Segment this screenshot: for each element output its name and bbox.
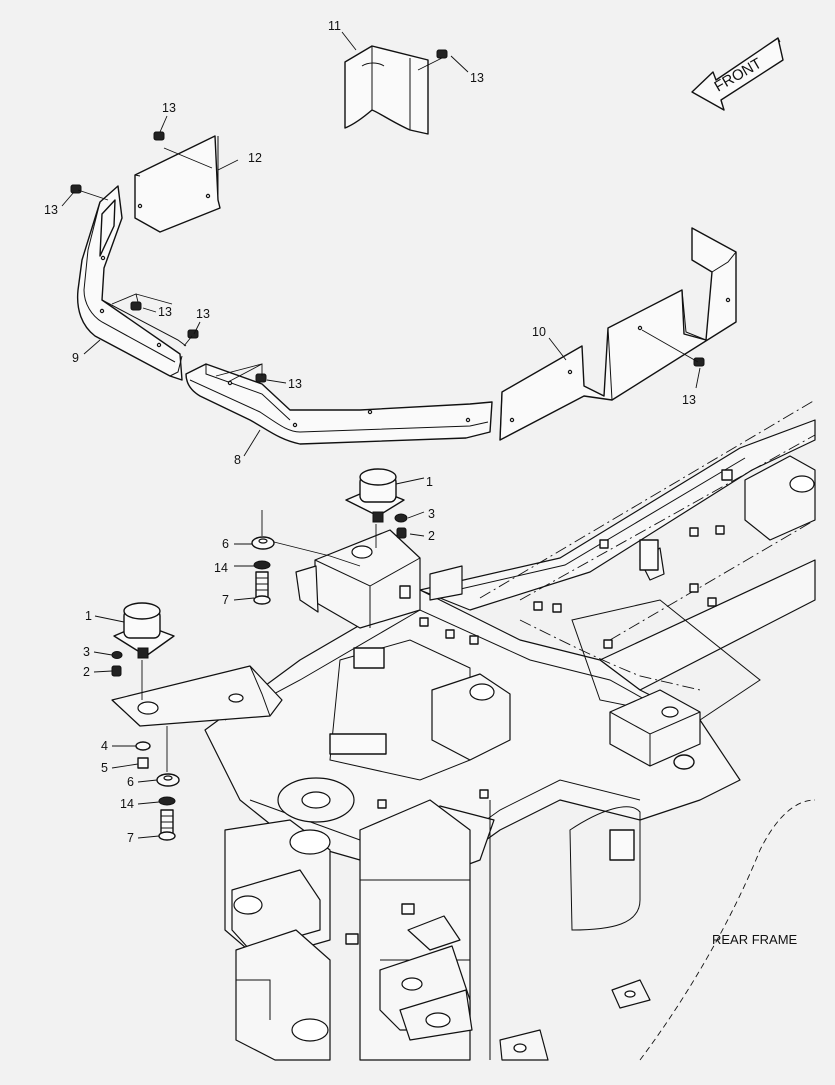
callout-5: 5 <box>101 761 108 775</box>
bolt-13-icon <box>70 49 705 383</box>
callout-leaders <box>93 477 425 839</box>
nut-part-3-upper <box>394 513 408 523</box>
callout-7-lower: 7 <box>127 831 134 845</box>
rear-frame <box>111 399 816 1061</box>
mount-part-1-lower <box>113 602 175 659</box>
callout-3-lower: 3 <box>83 645 90 659</box>
cover-part-11 <box>344 45 429 135</box>
assembly-line-upper-2 <box>265 539 361 567</box>
callout-13-d: 13 <box>158 305 172 319</box>
callout-12: 12 <box>248 151 262 165</box>
callout-13-c: 13 <box>44 203 58 217</box>
callout-6-lower: 6 <box>127 775 134 789</box>
callout-2-upper: 2 <box>428 529 435 543</box>
leader-lines <box>61 31 701 457</box>
washer-part-6-lower <box>156 773 180 787</box>
cover-part-9 <box>76 185 187 381</box>
callout-14-upper: 14 <box>214 561 228 575</box>
plate-part-12 <box>134 135 221 233</box>
nut-part-3-lower <box>111 651 123 659</box>
callout-13-a: 13 <box>470 71 484 85</box>
cover-part-8 <box>185 363 493 445</box>
washer-part-14-upper <box>253 560 271 570</box>
callout-2-lower: 2 <box>83 665 90 679</box>
callout-7-upper: 7 <box>222 593 229 607</box>
callout-11: 11 <box>328 19 341 33</box>
front-arrow-icon <box>691 37 784 111</box>
callout-8: 8 <box>234 453 241 467</box>
callout-3-upper: 3 <box>428 507 435 521</box>
callout-13-b: 13 <box>162 101 176 115</box>
callout-9: 9 <box>72 351 79 365</box>
washer-part-14-lower <box>158 796 176 806</box>
mount-part-1-upper <box>345 468 405 523</box>
callout-14-lower: 14 <box>120 797 134 811</box>
washer-part-4 <box>135 741 151 751</box>
washer-part-6-upper <box>251 536 275 550</box>
nut-part-5 <box>137 757 149 769</box>
bolt-part-7-upper <box>253 571 271 605</box>
callout-1-lower: 1 <box>85 609 92 623</box>
callout-1-upper: 1 <box>426 475 433 489</box>
bolt-part-2-upper <box>396 527 407 539</box>
rear-frame-label: REAR FRAME <box>712 932 798 947</box>
callout-13-e: 13 <box>196 307 210 321</box>
callout-13-g: 13 <box>682 393 696 407</box>
callout-4: 4 <box>101 739 108 753</box>
callout-13-f: 13 <box>288 377 302 391</box>
callout-labels: 11 13 13 12 13 13 13 9 13 10 13 8 1 3 2 … <box>44 19 696 845</box>
bolt-part-2-lower <box>111 665 122 677</box>
callout-10: 10 <box>532 325 546 339</box>
bolt-part-7-lower <box>158 809 176 841</box>
cover-part-10 <box>499 227 737 441</box>
callout-6-upper: 6 <box>222 537 229 551</box>
